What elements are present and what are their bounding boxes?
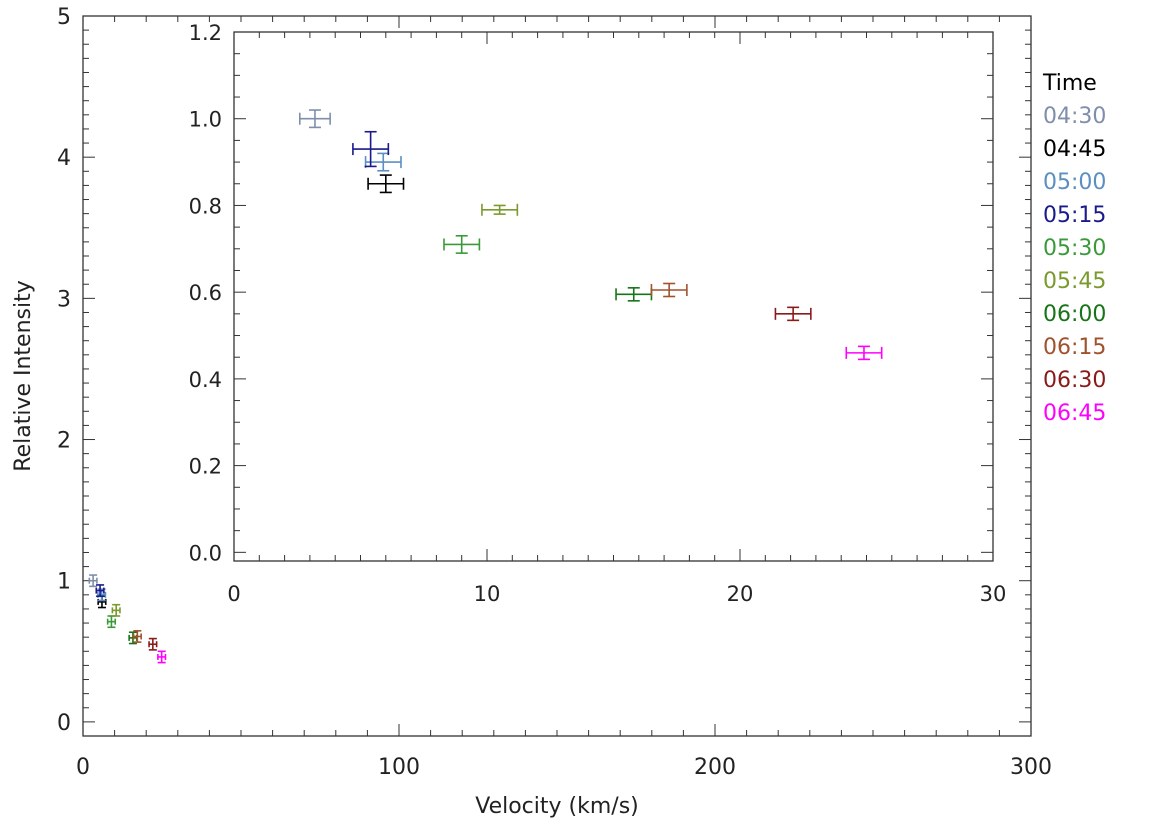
main-x-axis-title: Velocity (km/s) [475, 794, 639, 819]
legend-item-0600: 06:00 [1043, 302, 1106, 327]
main-x-tick-label: 200 [694, 755, 736, 780]
legend-title: Time [1042, 71, 1097, 96]
inset-y-tick-label: 0.0 [189, 541, 222, 565]
legend-item-0430: 04:30 [1043, 104, 1106, 129]
legend-item-0630: 06:30 [1043, 368, 1106, 393]
inset-plot-frame [233, 31, 994, 562]
legend-item-0515: 05:15 [1043, 203, 1106, 228]
main-plot-frame [82, 15, 1032, 737]
main-y-tick-label: 0 [57, 711, 71, 736]
legend-item-0615: 06:15 [1043, 335, 1106, 360]
main-y-tick-label: 2 [57, 429, 71, 454]
inset-x-tick-label: 10 [474, 582, 501, 606]
inset-x-tick-label: 30 [980, 582, 1007, 606]
inset-x-tick-label: 20 [727, 582, 754, 606]
main-x-tick-label: 0 [76, 755, 90, 780]
inset-y-tick-label: 0.6 [189, 281, 222, 305]
legend-item-0545: 05:45 [1043, 269, 1106, 294]
inset-y-tick-label: 1.2 [189, 21, 222, 45]
legend-item-0500: 05:00 [1043, 170, 1106, 195]
legend-item-0645: 06:45 [1043, 401, 1106, 426]
inset-y-tick-label: 0.4 [189, 368, 222, 392]
main-y-axis-title: Relative Intensity [11, 280, 36, 471]
main-x-tick-label: 100 [378, 755, 420, 780]
legend-item-0530: 05:30 [1043, 236, 1106, 261]
inset-y-tick-label: 1.0 [189, 108, 222, 132]
inset-x-tick-label: 0 [227, 582, 240, 606]
inset-y-tick-label: 0.2 [189, 455, 222, 479]
legend-item-0445: 04:45 [1043, 137, 1106, 162]
main-y-tick-label: 1 [57, 570, 71, 595]
main-x-tick-label: 300 [1010, 755, 1052, 780]
inset-y-tick-label: 0.8 [189, 194, 222, 218]
main-y-tick-label: 4 [57, 146, 71, 171]
main-y-tick-label: 3 [57, 287, 71, 312]
main-y-tick-label: 5 [57, 5, 71, 30]
